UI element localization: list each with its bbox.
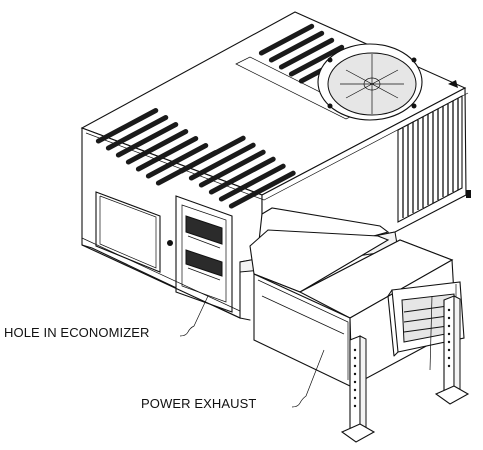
rooftop-unit [80, 11, 471, 321]
label-power-exhaust: POWER EXHAUST [141, 396, 256, 411]
economizer-hole [185, 215, 223, 245]
support-leg-back [434, 295, 470, 405]
support-leg-front [340, 335, 376, 443]
condenser-coil-grille [397, 95, 471, 223]
support-legs [340, 295, 470, 443]
callout-hole-in-economizer: HOLE IN ECONOMIZER [4, 295, 209, 340]
top-vent-group-upper [258, 23, 355, 84]
top-vent-group-left [95, 108, 219, 186]
condenser-fan-opening [317, 43, 458, 121]
leader-line-power-exhaust [291, 349, 325, 408]
label-hole-in-economizer: HOLE IN ECONOMIZER [4, 325, 150, 340]
economizer-section [175, 195, 233, 313]
callout-power-exhaust: POWER EXHAUST [141, 349, 325, 411]
top-vent-group-middle [178, 135, 296, 209]
economizer-hood [239, 207, 399, 293]
leader-line-hole [179, 295, 209, 337]
